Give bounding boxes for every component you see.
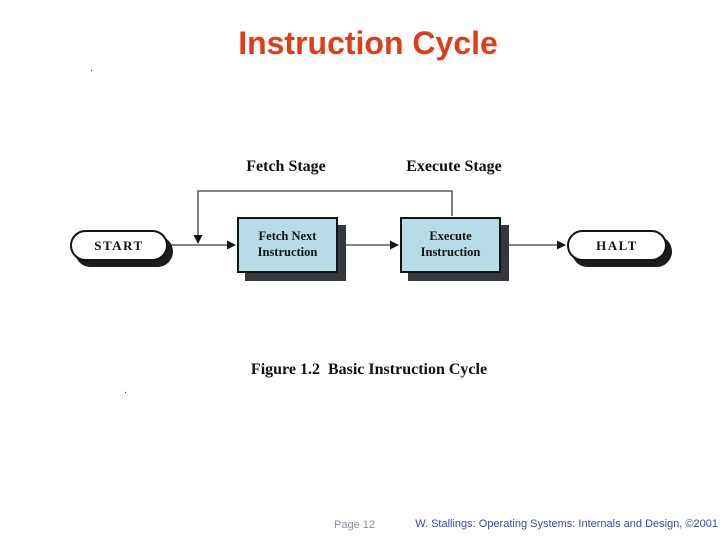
feedback-line [197, 190, 453, 236]
fetch-stage-label: Fetch Stage [246, 158, 326, 175]
start-node-label: START [94, 237, 144, 253]
execute-box-label-line1: Execute [429, 229, 472, 244]
fetch-box-label-line1: Fetch Next [258, 229, 317, 244]
stray-dot-bottom: . [124, 384, 128, 396]
figure-caption: Figure 1.2 Basic Instruction Cycle [250, 361, 488, 378]
start-node: START [70, 230, 168, 261]
execute-box-label-line2: Instruction [420, 245, 481, 259]
halt-node-label: HALT [596, 237, 638, 253]
halt-node: HALT [567, 230, 667, 261]
footer-attribution: W. Stallings: Operating Systems: Interna… [415, 518, 718, 530]
arrowhead-down-icon [193, 235, 203, 244]
execute-instruction-box: Execute Instruction [400, 217, 501, 273]
page-title: Instruction Cycle [238, 25, 498, 61]
execute-stage-label: Execute Stage [406, 158, 502, 175]
arrowhead-right-icon [557, 240, 566, 250]
arrowhead-right-icon [390, 240, 399, 250]
fetch-box-label-line2: Instruction [257, 245, 318, 259]
footer-page-number: Page 12 [334, 519, 375, 531]
arrowhead-right-icon [227, 240, 236, 250]
stray-dot-top: . [90, 62, 94, 74]
fetch-next-instruction-box: Fetch Next Instruction [237, 217, 338, 273]
